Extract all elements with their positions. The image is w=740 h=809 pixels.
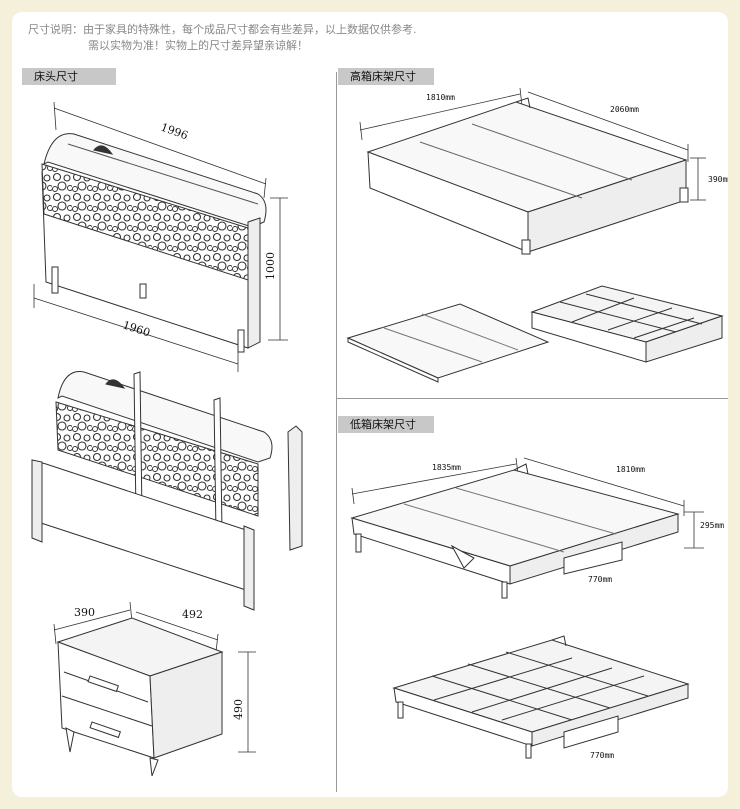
low-box-section-header: 低箱床架尺寸 [338,416,434,433]
row-divider [336,398,728,399]
headboard-drawing: 1996 1960 1000 [31,87,728,777]
low-box-length-label: 1835mm [432,463,461,472]
headboard-height-label: 1000 [264,252,277,280]
high-box-height-label: 390mm [708,175,728,184]
size-disclaimer: 尺寸说明：由于家具的特殊性，每个成品尺寸都会有些差异，以上数据仅供参考. 需以实… [28,22,417,54]
disclaimer-line-1: 尺寸说明：由于家具的特殊性，每个成品尺寸都会有些差异，以上数据仅供参考. [28,23,417,36]
high-box-length-label: 2060mm [610,105,639,114]
low-box-width-label: 1810mm [616,465,645,474]
nightstand-depth-label: 390 [74,606,95,619]
nightstand-height-label: 490 [232,699,245,720]
high-box-section-header: 高箱床架尺寸 [338,68,434,85]
product-dimension-sheet: 尺寸说明：由于家具的特殊性，每个成品尺寸都会有些差异，以上数据仅供参考. 需以实… [12,12,728,797]
nightstand-width-label: 492 [182,608,203,621]
headboard-base-width-label: 1960 [121,318,152,339]
headboard-section-header: 床头尺寸 [22,68,116,85]
disclaimer-line-2: 需以实物为准！实物上的尺寸差异望亲谅解！ [88,39,308,52]
low-box-drawer-label: 770mm [588,575,612,584]
headboard-width-label: 1996 [159,121,190,143]
low-box-drawer-2-label: 770mm [590,751,614,760]
column-divider [336,72,337,792]
low-box-height-label: 295mm [700,521,724,530]
high-box-width-label: 1810mm [426,93,455,102]
